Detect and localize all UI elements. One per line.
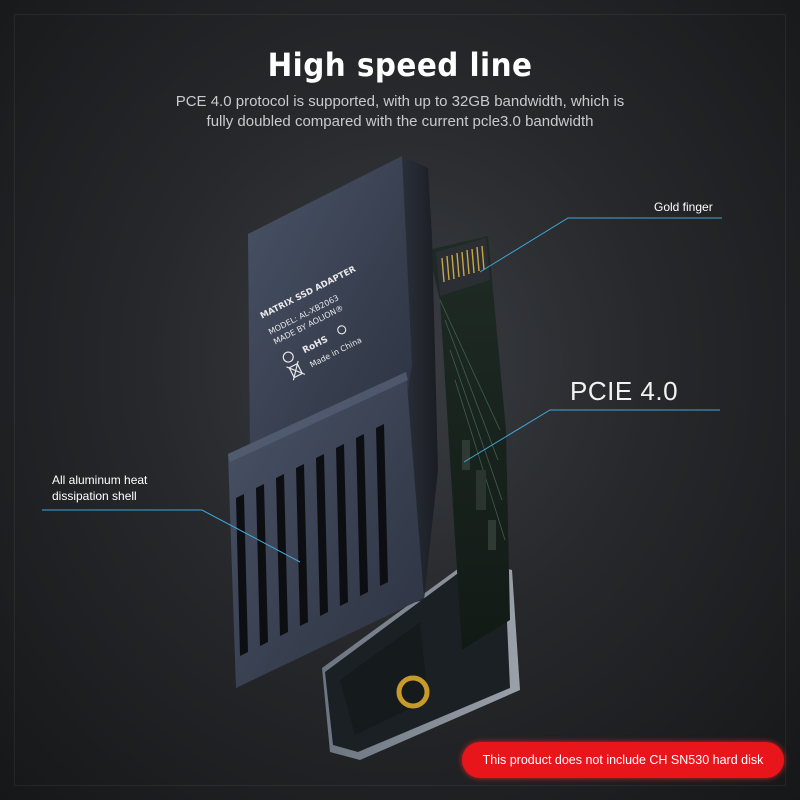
heat-shell-callout-line [42,509,301,563]
heat-vent-slots [236,424,388,656]
recycle-icon [337,325,347,335]
pcie-callout-line [463,409,720,463]
pcb-side-strip [428,236,510,650]
gold-finger-contacts [441,245,485,283]
pcie-label: PCIE 4.0 [570,376,679,406]
gold-finger-label: Gold finger [654,200,713,214]
shell-label-face [248,156,412,454]
callout-lines [42,217,722,563]
shell-vent-face [228,372,424,688]
subtitle-line-2: fully doubled compared with the current … [206,113,594,130]
weee-bin-icon [286,360,306,381]
headline: High speed line [267,46,533,84]
subtitle-line-1: PCE 4.0 protocol is supported, with up t… [175,93,625,110]
ce-mark-icon [282,351,294,363]
gold-ring-icon [396,675,430,709]
disk-not-included-notice: This product does not include CH SN530 h… [462,742,784,778]
heat-shell-label: All aluminum heat dissipation shell [52,473,148,503]
gold-finger-callout-line [479,217,722,273]
subtitle: PCE 4.0 protocol is supported, with up t… [0,92,800,132]
